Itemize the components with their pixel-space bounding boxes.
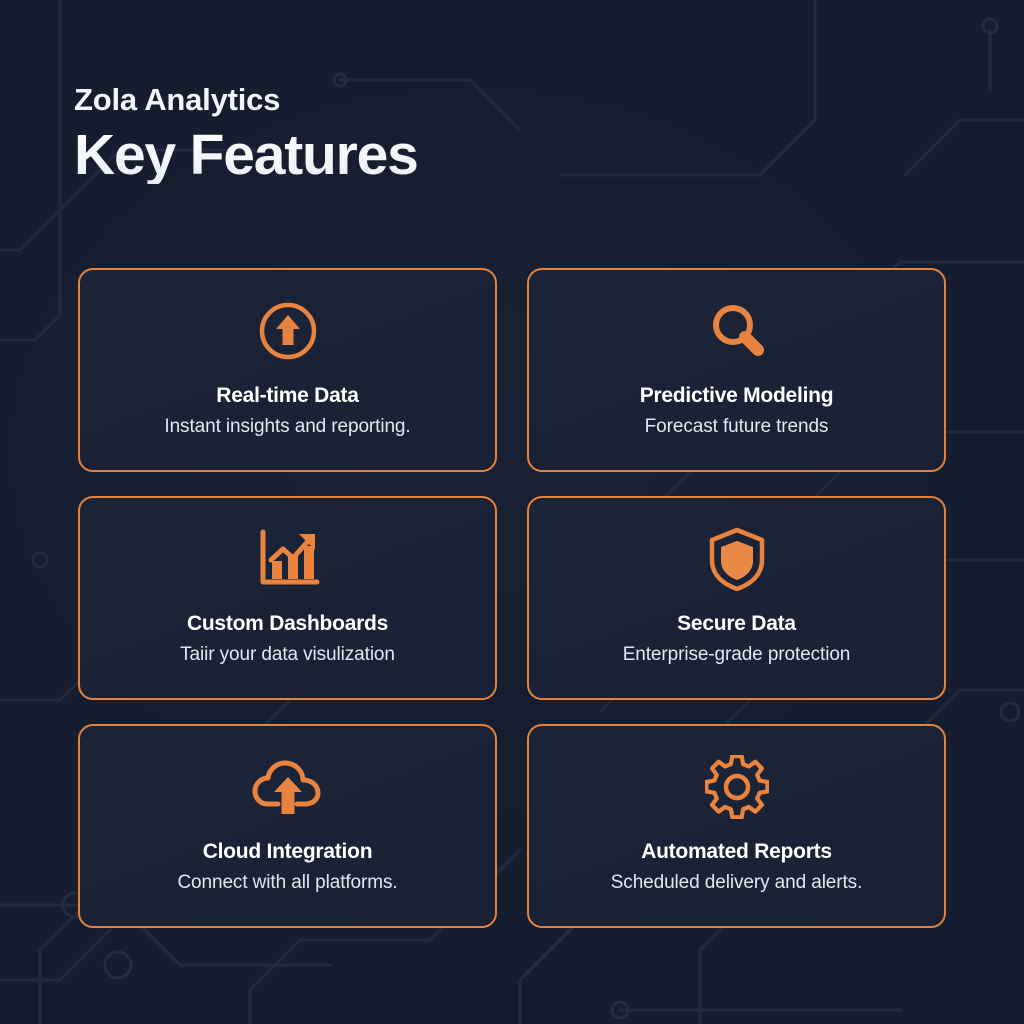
feature-card-real-time-data[interactable]: Real-time Data Instant insights and repo… — [78, 268, 497, 472]
feature-card-secure-data[interactable]: Secure Data Enterprise-grade protection — [527, 496, 946, 700]
arrow-up-circle-icon — [257, 298, 319, 364]
feature-card-description: Enterprise-grade protection — [622, 644, 851, 666]
shield-icon — [708, 526, 766, 592]
bar-chart-trend-icon — [255, 526, 321, 592]
page-title: Key Features — [74, 123, 419, 187]
feature-card-title: Real-time Data — [216, 384, 359, 408]
feature-card-description: Connect with all platforms. — [177, 872, 398, 894]
feature-card-title: Cloud Integration — [202, 840, 373, 864]
feature-card-title: Secure Data — [677, 612, 796, 636]
cloud-upload-icon — [252, 754, 324, 820]
feature-card-custom-dashboards[interactable]: Custom Dashboards Taiir your data visuli… — [78, 496, 497, 700]
header: Zola Analytics Key Features — [74, 82, 419, 187]
gear-icon — [704, 754, 769, 820]
feature-card-automated-reports[interactable]: Automated Reports Scheduled delivery and… — [527, 724, 946, 928]
brand-name: Zola Analytics — [74, 82, 281, 117]
feature-card-description: Taiir your data visulization — [180, 644, 395, 666]
feature-card-description: Scheduled delivery and alerts. — [610, 872, 863, 894]
magnifier-icon — [706, 298, 768, 364]
feature-card-description: Instant insights and reporting. — [164, 416, 411, 438]
feature-card-description: Forecast future trends — [644, 416, 829, 438]
feature-card-title: Custom Dashboards — [186, 612, 389, 636]
feature-card-title: Predictive Modeling — [639, 384, 834, 408]
feature-card-grid: Real-time Data Instant insights and repo… — [78, 268, 946, 928]
feature-card-title: Automated Reports — [641, 840, 832, 864]
feature-card-cloud-integration[interactable]: Cloud Integration Connect with all platf… — [78, 724, 497, 928]
feature-card-predictive-modeling[interactable]: Predictive Modeling Forecast future tren… — [527, 268, 946, 472]
